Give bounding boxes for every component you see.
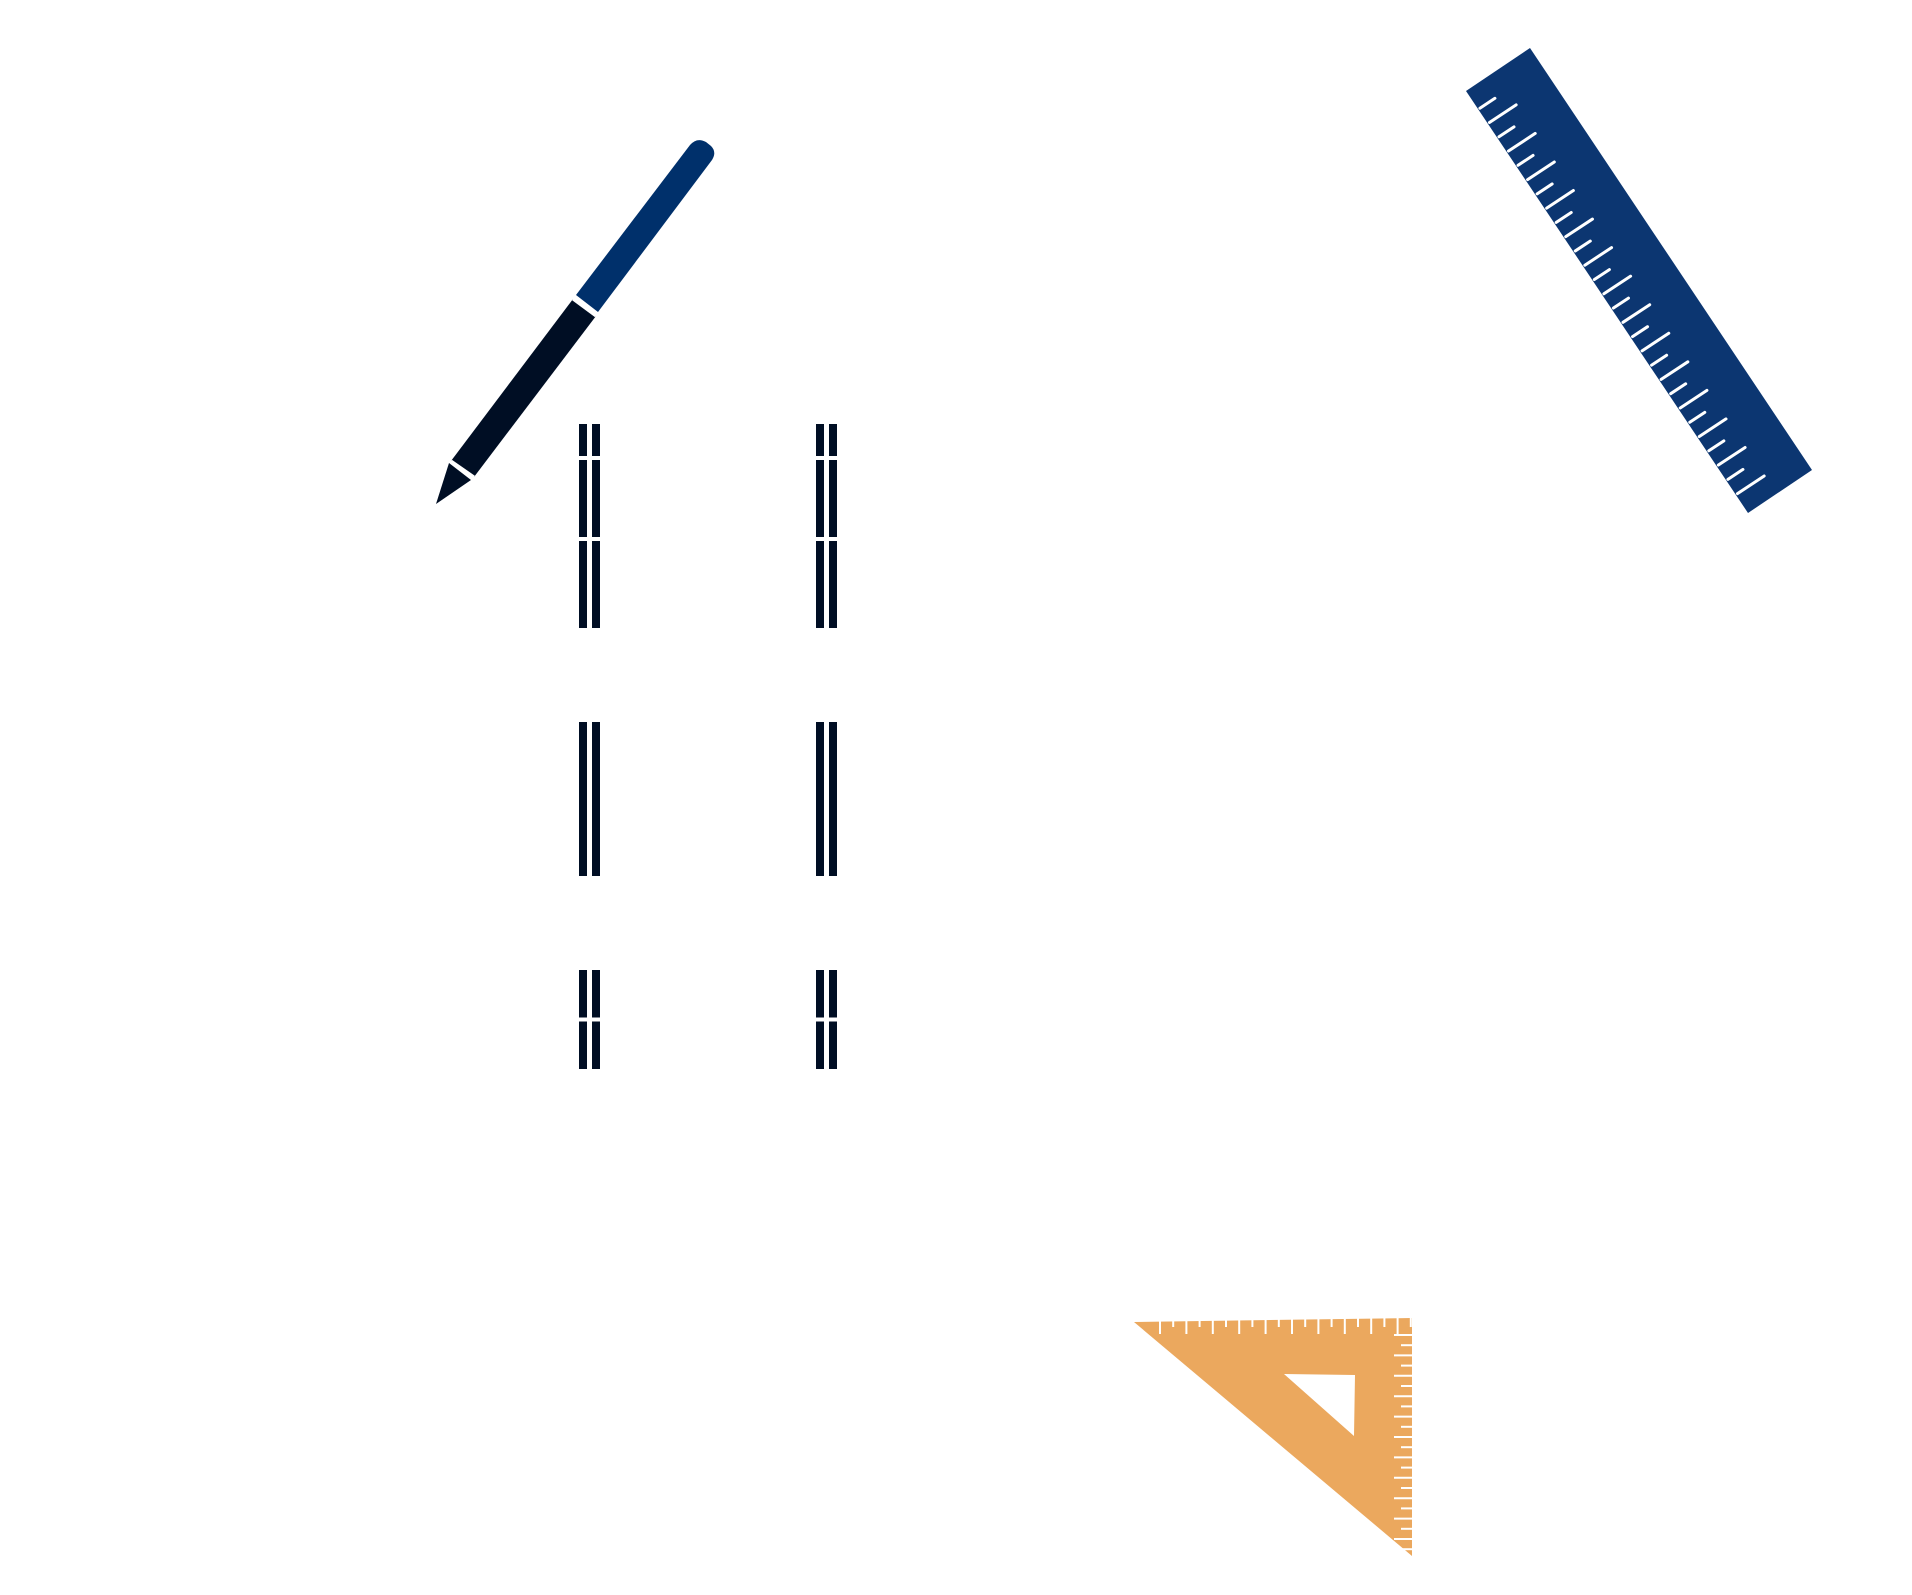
ruler-tick — [1735, 474, 1766, 496]
tally-mark — [829, 970, 837, 1018]
tally-mark — [579, 970, 587, 1018]
ruler-tick — [1554, 210, 1573, 224]
pencil-upper-barrel — [576, 140, 715, 312]
pencil-icon — [436, 140, 715, 504]
tally-mark — [579, 1021, 587, 1069]
pencil-band — [572, 297, 597, 318]
ruler-tick — [1602, 274, 1633, 296]
ruler-tick-marks — [1478, 96, 1766, 496]
ruler-tick — [1487, 103, 1518, 124]
tally-mark — [579, 722, 587, 876]
tally-column — [816, 424, 837, 1069]
tally-mark — [816, 541, 824, 628]
ruler-tick — [1573, 239, 1592, 253]
ruler-tick — [1678, 388, 1709, 410]
tally-mark — [829, 460, 837, 537]
ruler-tick — [1659, 360, 1690, 381]
ruler-tick — [1592, 268, 1611, 281]
tally-mark — [592, 460, 600, 537]
ruler-tick — [1535, 182, 1554, 196]
tally-mark — [592, 424, 600, 456]
set-square-body — [1134, 1318, 1412, 1556]
ruler-tick — [1497, 125, 1516, 139]
set-square-icon — [1134, 1318, 1412, 1556]
tally-mark — [579, 460, 587, 537]
tally-mark — [829, 722, 837, 876]
tally-mark — [579, 541, 587, 628]
tally-mark — [592, 541, 600, 628]
ruler-tick — [1688, 410, 1707, 424]
ruler-body — [1466, 48, 1812, 513]
ruler-tick — [1707, 439, 1726, 453]
tally-mark — [816, 1021, 824, 1069]
pencil-tip-band — [450, 459, 475, 479]
ruler-tick — [1669, 382, 1688, 396]
ruler-tick — [1545, 189, 1575, 210]
ruler-tick — [1697, 417, 1728, 439]
ruler-tick — [1516, 153, 1535, 167]
tally-mark — [816, 460, 824, 537]
tally-mark — [816, 722, 824, 876]
ruler-tick — [1478, 96, 1497, 110]
ruler-tick — [1507, 131, 1537, 153]
tally-mark — [592, 970, 600, 1018]
tally-mark — [816, 970, 824, 1018]
pencil-lower-barrel — [451, 299, 596, 477]
tally-marks — [579, 424, 837, 1069]
ruler-icon — [1466, 48, 1812, 513]
ruler-tick — [1726, 467, 1745, 481]
tally-mark — [829, 541, 837, 628]
ruler-tick — [1650, 353, 1669, 367]
pencil-lead-tip — [436, 463, 471, 504]
tally-column — [579, 424, 600, 1069]
tally-mark — [592, 1021, 600, 1069]
tally-mark — [592, 722, 600, 876]
ruler-tick — [1640, 331, 1671, 353]
tally-mark — [829, 424, 837, 456]
ruler-tick — [1583, 246, 1614, 267]
set-square-tick-marks — [1159, 1318, 1412, 1551]
ruler-tick — [1526, 160, 1556, 182]
ruler-tick — [1631, 325, 1650, 339]
ruler-tick — [1564, 217, 1594, 239]
ruler-tick — [1716, 445, 1747, 467]
ruler-tick — [1611, 296, 1630, 310]
tally-mark — [579, 424, 587, 456]
tally-mark — [829, 1021, 837, 1069]
ruler-tick — [1621, 303, 1652, 324]
tally-mark — [816, 424, 824, 456]
